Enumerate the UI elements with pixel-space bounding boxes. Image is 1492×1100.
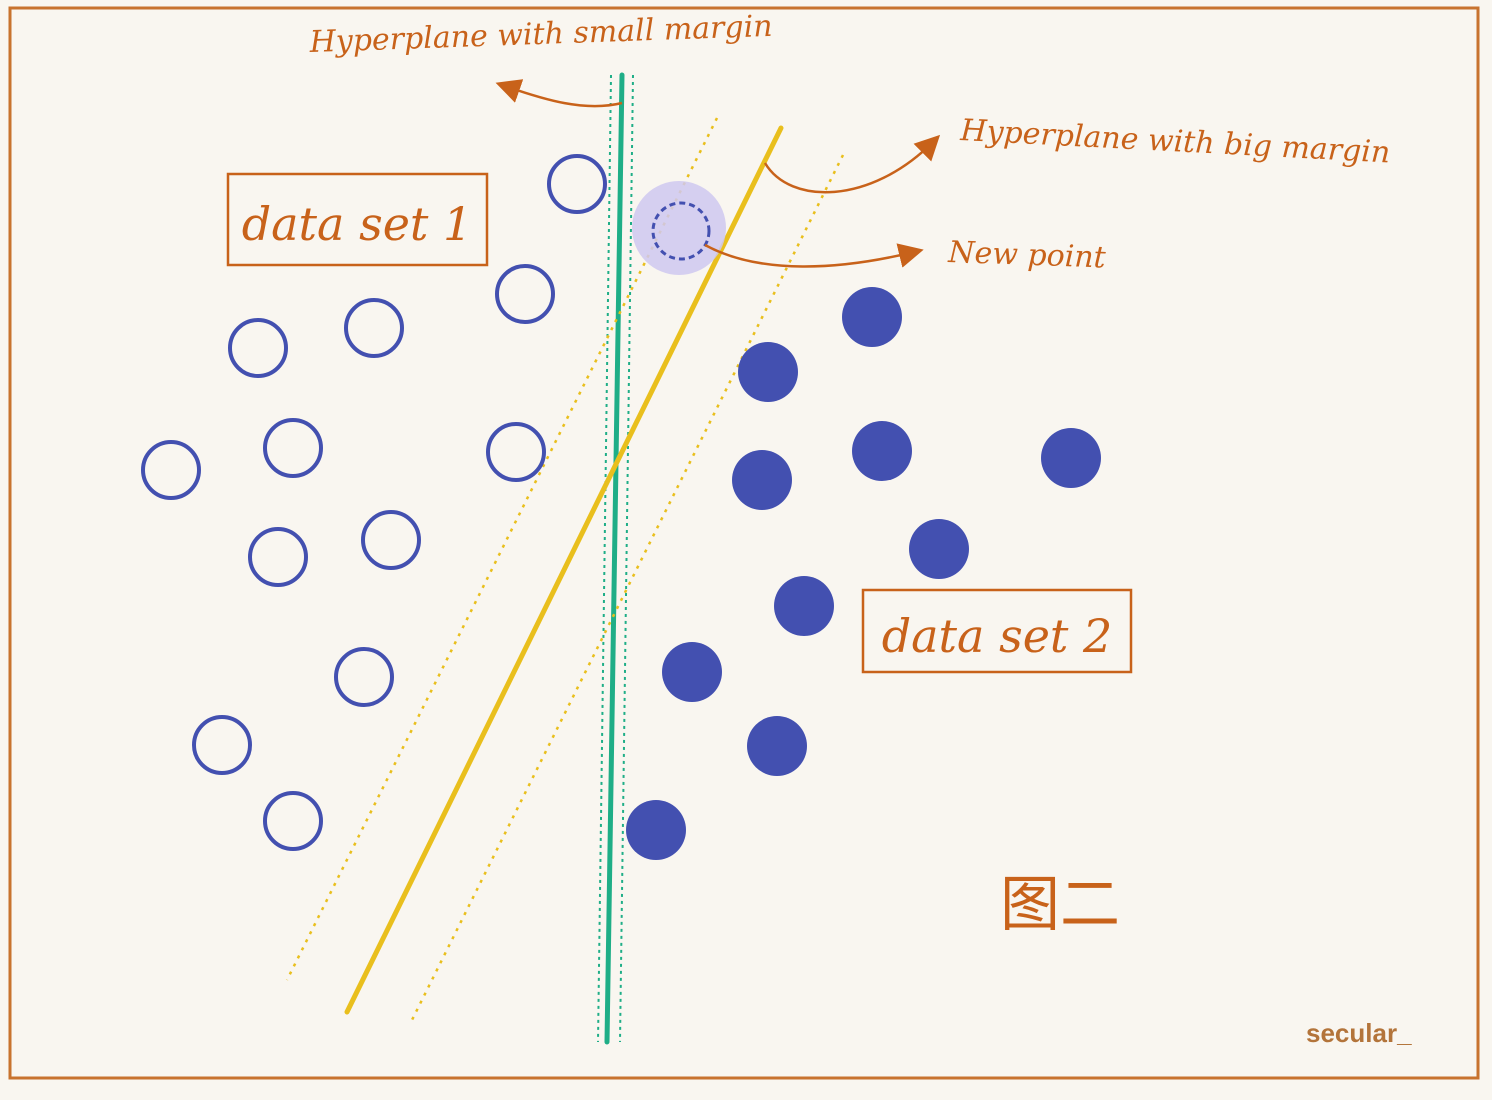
- data-set-2-label: data set 2: [882, 609, 1113, 663]
- data-set-2-box-border: [861, 588, 1133, 674]
- set2-point: [626, 800, 686, 860]
- big-margin-label: Hyperplane with big margin: [959, 113, 1391, 171]
- new-point-label: New point: [947, 235, 1108, 276]
- data-set-1-box-border: [226, 172, 489, 267]
- new-point-marker: [651, 201, 711, 261]
- new-point: [632, 181, 726, 275]
- set1-point: [547, 154, 607, 214]
- set2-point: [738, 342, 798, 402]
- big-margin-left-boundary: [285, 117, 719, 981]
- big-margin-arrow: [763, 134, 941, 194]
- set2-point: [1041, 428, 1101, 488]
- set1-point: [486, 422, 546, 482]
- set1-point: [334, 647, 394, 707]
- set1-point: [495, 264, 555, 324]
- set1-point: [141, 440, 201, 500]
- set2-point: [842, 287, 902, 347]
- set1-point: [192, 715, 252, 775]
- small-margin-left-boundary: [597, 74, 612, 1043]
- set2-point: [774, 576, 834, 636]
- set1-point: [248, 527, 308, 587]
- set2-point: [852, 421, 912, 481]
- set2-point: [662, 642, 722, 702]
- set1-point: [228, 318, 288, 378]
- set1-point: [263, 791, 323, 851]
- data-set-2-points: [626, 287, 1101, 860]
- small-margin-arrow: [495, 79, 623, 108]
- big-margin-hyperplane: [285, 117, 845, 1023]
- set2-point: [747, 716, 807, 776]
- data-set-1-points: [141, 154, 607, 851]
- set1-point: [361, 510, 421, 570]
- data-set-1-box: data set 1: [226, 172, 489, 267]
- small-margin-hyperplane-line: [604, 72, 625, 1045]
- small-margin-label: Hyperplane with small margin: [308, 9, 773, 60]
- small-margin-hyperplane: [597, 72, 634, 1045]
- big-margin-hyperplane-line: [344, 125, 784, 1015]
- author-signature: secular_: [1306, 1018, 1412, 1048]
- figure-caption: 图二: [1000, 870, 1120, 940]
- small-margin-right-boundary: [619, 74, 634, 1043]
- data-set-1-label: data set 1: [242, 197, 473, 251]
- set1-point: [263, 418, 323, 478]
- set2-point: [732, 450, 792, 510]
- set1-point: [344, 298, 404, 358]
- data-set-2-box: data set 2: [861, 588, 1133, 674]
- new-point-arrow: [704, 243, 924, 268]
- new-point-halo: [632, 181, 726, 275]
- diagram-frame: [8, 6, 1480, 1080]
- set2-point: [909, 519, 969, 579]
